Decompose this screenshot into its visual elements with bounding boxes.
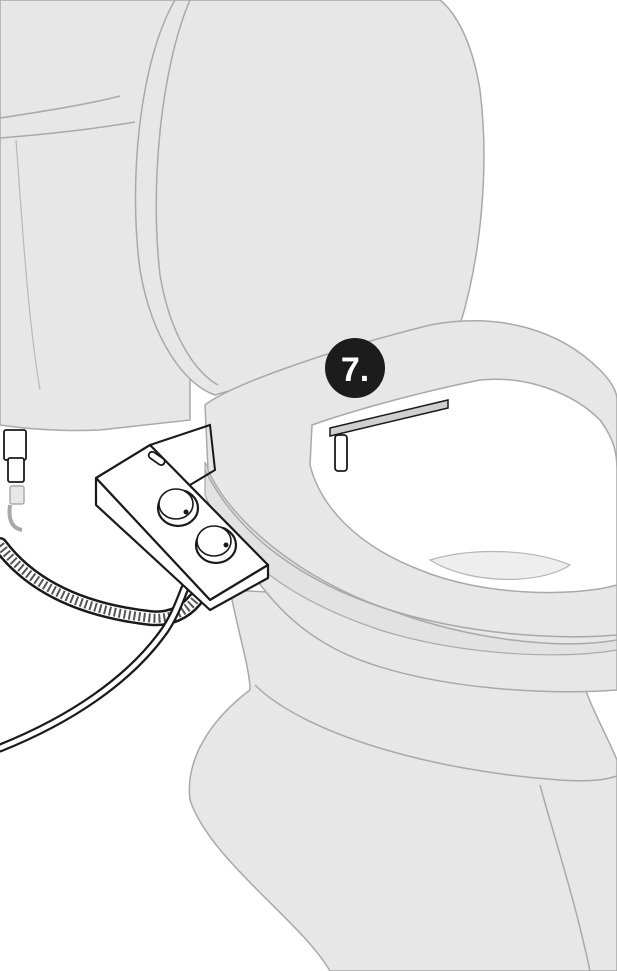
knob-lower-cap <box>197 526 231 556</box>
connector-fitting <box>10 486 24 504</box>
knob-lower <box>196 526 236 563</box>
nozzle-tip <box>335 435 347 471</box>
connector-body <box>8 458 24 482</box>
step-badge: 7. <box>325 338 385 398</box>
knob-upper-dot <box>184 510 189 515</box>
knob-lower-dot <box>224 543 229 548</box>
knob-upper <box>158 489 198 526</box>
step-number-label: 7. <box>341 351 369 389</box>
connector-bend <box>10 505 23 530</box>
t-valve-connector <box>4 430 26 530</box>
knob-upper-cap <box>159 489 193 519</box>
connector-nut <box>4 430 26 460</box>
